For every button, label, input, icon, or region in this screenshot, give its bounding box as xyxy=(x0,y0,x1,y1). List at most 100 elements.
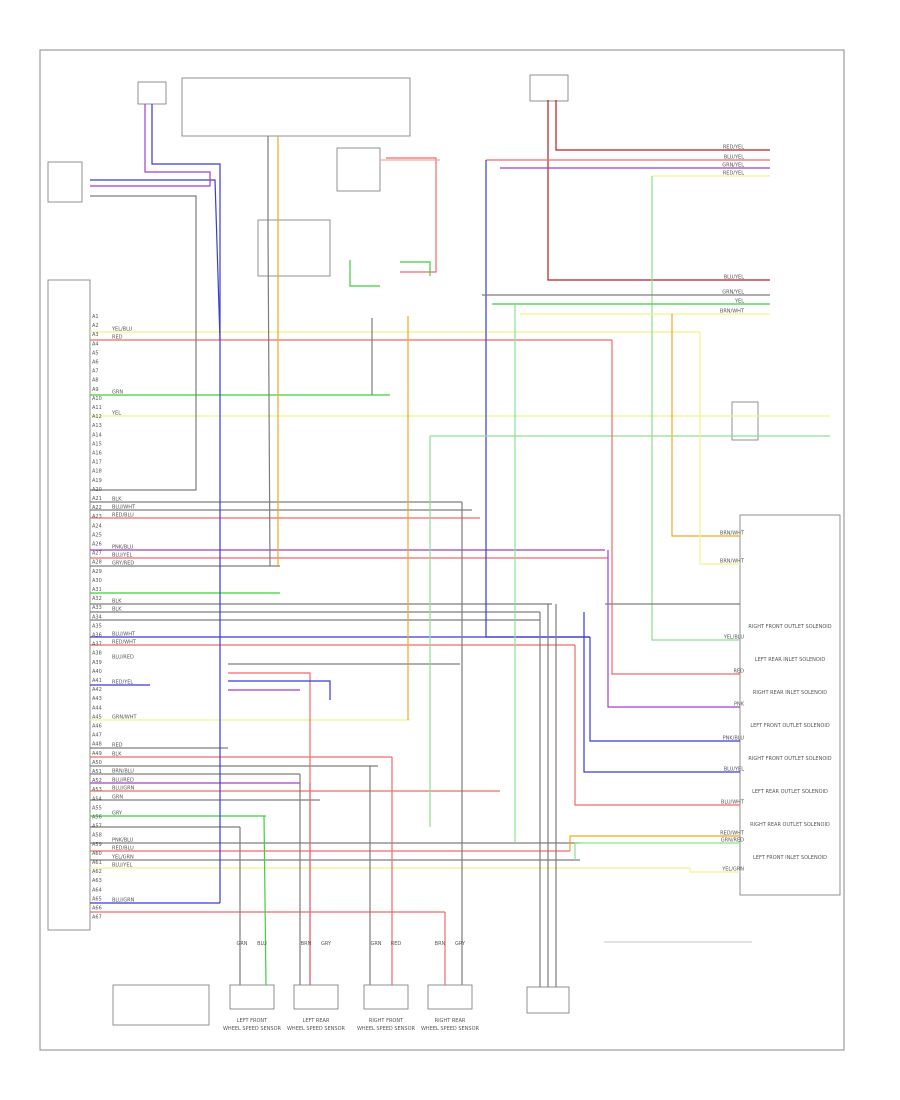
relay-green xyxy=(349,260,380,287)
connector-pin: A26 xyxy=(92,542,102,548)
left-wire-label: GRN xyxy=(112,795,123,801)
connector-pin: A22 xyxy=(92,505,102,511)
right-wire-label: RED/WHT xyxy=(720,831,745,837)
connector-pin: A9 xyxy=(92,387,99,393)
connector-pin: A18 xyxy=(92,469,102,475)
sensor-caption: WHEEL SPEED SENSOR xyxy=(421,1026,480,1032)
top-purple xyxy=(90,104,211,187)
connector-pin: A1 xyxy=(92,314,99,320)
right-yellow-drop xyxy=(699,332,740,565)
sensor-right-rear xyxy=(427,984,473,1010)
sensor-right-front xyxy=(363,984,409,1010)
pump-switch-box xyxy=(731,401,759,441)
right-darkred xyxy=(547,100,770,281)
diagram-frame xyxy=(39,49,845,1051)
connector-pin: A27 xyxy=(92,551,102,557)
solenoid-label: LEFT FRONT INLET SOLENOID xyxy=(753,855,827,861)
left-wire-label: GRY/RED xyxy=(112,561,134,567)
solenoid-feed xyxy=(589,637,740,742)
solenoid-panel xyxy=(739,514,841,896)
left-wire-label: BLU/RED xyxy=(112,778,134,784)
connector-pin: A49 xyxy=(92,751,102,757)
connector-pin: A34 xyxy=(92,614,102,620)
right-wire-label: YEL/GRN xyxy=(721,867,744,873)
sensor-left-front xyxy=(229,984,275,1010)
left-wire-label: RED/YEL xyxy=(112,680,133,686)
connector-pin: A48 xyxy=(92,742,102,748)
left-wire-label: BLU/YEL xyxy=(112,553,133,559)
connector-pin: A23 xyxy=(92,514,102,520)
sensor-pin-label: GRY xyxy=(321,941,332,947)
left-wire-label: BLU/GRN xyxy=(112,898,135,904)
left-wire-label: RED xyxy=(112,335,123,341)
right-wire-label: RED xyxy=(734,669,745,675)
solenoid-label: LEFT REAR OUTLET SOLENOID xyxy=(752,789,828,795)
left-wire-label: PNK/BLU xyxy=(112,838,134,844)
connector-pin: A39 xyxy=(92,660,102,666)
connector-pin: A12 xyxy=(92,414,102,420)
connector-pin: A13 xyxy=(92,423,102,429)
left-wire-label: RED xyxy=(112,743,123,749)
connector-pin: A11 xyxy=(92,405,102,411)
right-wire-label: BRN/WHT xyxy=(720,559,745,565)
connector-pin: A7 xyxy=(92,369,99,375)
right-wire-label: YEL/BLU xyxy=(723,635,745,641)
connector-pin: A56 xyxy=(92,815,102,821)
right-wire-label: RED/YEL xyxy=(723,145,744,151)
left-wire-label: RED/BLU xyxy=(112,513,134,519)
left-wire-label: RED/WHT xyxy=(112,640,137,646)
sensor-pin-label: BLU xyxy=(257,941,267,947)
left-wire-label: BLK xyxy=(112,497,122,503)
sensor-caption: RIGHT REAR xyxy=(435,1018,466,1024)
right-wire-label: BLU/YEL xyxy=(724,767,745,773)
left-wire-label: PNK/BLU xyxy=(112,545,134,551)
connector-pin: A43 xyxy=(92,696,102,702)
connector-pin: A44 xyxy=(92,705,102,711)
connector-pin: A46 xyxy=(92,724,102,730)
left-wire-label: YEL xyxy=(111,411,121,417)
left-wire-label: BLU/WHT xyxy=(112,632,136,638)
left-wire-label: BLU/WHT xyxy=(112,505,136,511)
control-unit-box xyxy=(47,279,91,931)
connector-pin: A8 xyxy=(92,378,99,384)
left-wire-label: BLU/RED xyxy=(112,655,134,661)
bottom-note-box xyxy=(112,984,210,1026)
connector-pin: A6 xyxy=(92,360,99,366)
right-wire-label: RED/YEL xyxy=(723,171,744,177)
solenoid-label: RIGHT REAR INLET SOLENOID xyxy=(753,690,827,696)
sensor-pin-label: GRN xyxy=(370,941,381,947)
connector-pin: A33 xyxy=(92,605,102,611)
right-wire-label: PNK xyxy=(734,702,745,708)
connector-pin: A28 xyxy=(92,560,102,566)
right-wire-label: GRN/RED xyxy=(721,838,744,844)
sensor-pin-label: BRN xyxy=(301,941,312,947)
sensor-caption: WHEEL SPEED SENSOR xyxy=(357,1026,416,1032)
connector-pin: A21 xyxy=(92,496,102,502)
left-wire-label: BLK xyxy=(112,599,122,605)
sensor-caption: LEFT REAR xyxy=(303,1018,330,1024)
relay-feed-gray xyxy=(267,136,271,567)
connector-pin: A62 xyxy=(92,869,102,875)
sensor-bus-2 xyxy=(228,672,311,985)
left-wire-label: GRN xyxy=(112,390,123,396)
sensor-caption: WHEEL SPEED SENSOR xyxy=(287,1026,346,1032)
lf-sensor-wire-green xyxy=(263,815,267,986)
top-blue xyxy=(151,104,221,340)
left-wire-label: BLK xyxy=(112,752,122,758)
connector-pin: A51 xyxy=(92,769,102,775)
connector-pin: A16 xyxy=(92,451,102,457)
connector-pin: A57 xyxy=(92,824,102,830)
connector-pin: A10 xyxy=(92,396,102,402)
left-wire-label: GRY xyxy=(112,811,123,817)
connector-pin: A40 xyxy=(92,669,102,675)
connector-pin: A20 xyxy=(92,487,102,493)
right-blue-1 xyxy=(485,160,590,638)
right-wire-label: GRN/YEL xyxy=(722,290,744,296)
connector-pin: A63 xyxy=(92,878,102,884)
right-wire-label: BLU/YEL xyxy=(724,275,745,281)
connector-pin: A37 xyxy=(92,642,102,648)
left-wire-label: GRN/WHT xyxy=(112,715,137,721)
connector-pin: A24 xyxy=(92,523,102,529)
relay-green-2 xyxy=(400,261,431,276)
